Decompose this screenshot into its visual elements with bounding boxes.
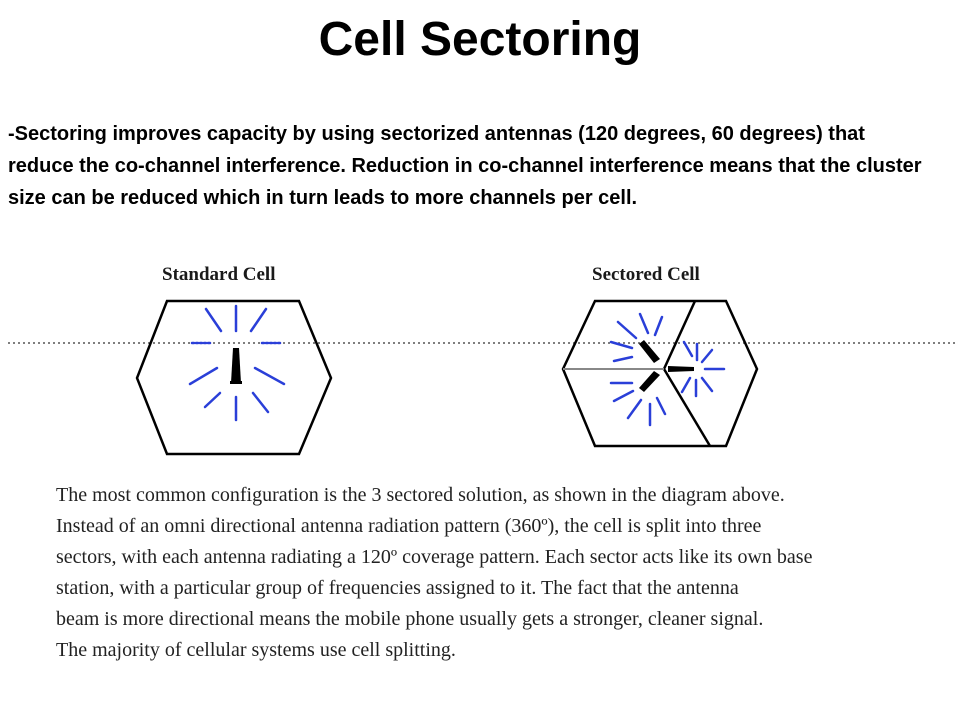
ray (682, 340, 694, 358)
ray (626, 398, 643, 420)
ray (253, 366, 286, 386)
standard-cell (135, 299, 333, 456)
ray (612, 355, 634, 363)
ray (203, 391, 222, 409)
ray (680, 376, 692, 394)
omni-antenna-icon (231, 348, 241, 383)
standard-cell-hexagon (135, 299, 333, 456)
sector-divider (662, 368, 712, 447)
ray (655, 396, 667, 416)
sectored-cell-label: Sectored Cell (592, 264, 700, 285)
caption-paragraph: The most common configuration is the 3 s… (56, 480, 946, 666)
ray (653, 315, 664, 337)
sector-antenna-icon (639, 340, 660, 363)
ray (251, 391, 270, 414)
ray (609, 340, 634, 350)
ray (700, 348, 714, 364)
ray (188, 366, 219, 386)
ray (612, 389, 635, 403)
caption-line: beam is more directional means the mobil… (56, 608, 764, 630)
caption-line: The majority of cellular systems use cel… (56, 639, 456, 661)
page-title: Cell Sectoring (318, 13, 642, 66)
standard-cell-label: Standard Cell (162, 264, 276, 285)
standard-cell-rays (188, 304, 286, 422)
ray (204, 307, 223, 333)
caption-line: The most common configuration is the 3 s… (56, 484, 785, 506)
ray (700, 376, 714, 393)
ray (638, 312, 650, 335)
caption-line: sectors, with each antenna radiating a 1… (56, 546, 813, 568)
antenna-base (230, 381, 242, 384)
ray (249, 307, 268, 333)
ray (616, 320, 638, 340)
sectored-cell (561, 299, 759, 448)
caption-line: station, with a particular group of freq… (56, 577, 739, 599)
sector-antenna-icon (668, 366, 694, 372)
caption-line: Instead of an omni directional antenna r… (56, 515, 762, 537)
sector-antenna-icon (639, 371, 660, 392)
sector-divider (662, 300, 697, 370)
sectored-cell-rays (609, 312, 726, 427)
intro-paragraph: -Sectoring improves capacity by using se… (8, 123, 922, 209)
